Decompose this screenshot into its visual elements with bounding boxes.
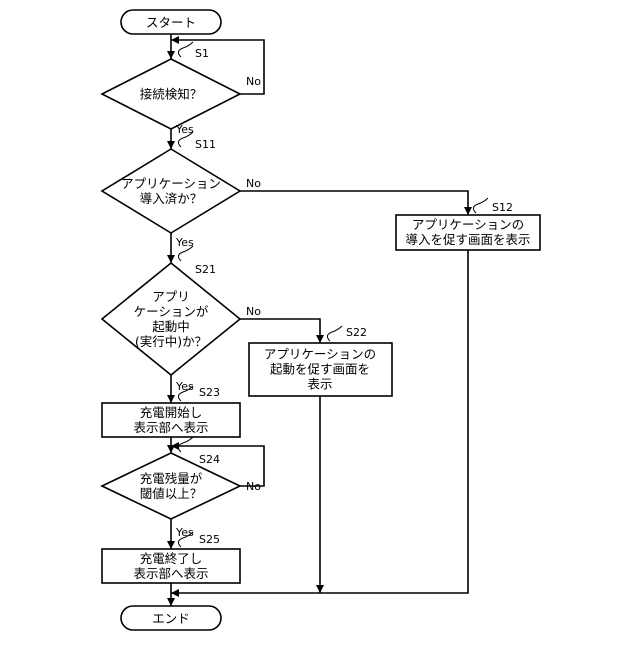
s23-text-line: 表示部へ表示: [133, 420, 208, 435]
s1-text: 接続検知？: [140, 87, 203, 102]
step-id-s23: S23: [199, 386, 220, 399]
s24-text-line: 充電残量が: [140, 471, 203, 486]
arrowhead: [316, 585, 324, 593]
start-label: スタート: [146, 15, 196, 30]
arrowhead: [167, 51, 175, 59]
step-id-s24: S24: [199, 453, 220, 466]
arrowhead: [167, 541, 175, 549]
s21-text-line: (実行中)か？: [135, 334, 207, 349]
s24-text-line: 閾値以上？: [140, 486, 203, 501]
arrowhead: [167, 255, 175, 263]
s1-yes-label: Yes: [175, 123, 194, 136]
s11-text-line: アプリケーション: [121, 176, 221, 191]
s24-yes-label: Yes: [175, 526, 194, 539]
start-terminal: スタート: [121, 10, 221, 34]
s12-text-line: 導入を促す画面を表示: [405, 232, 530, 247]
s25-text-line: 表示部へ表示: [133, 566, 208, 581]
s22-text-line: アプリケーションの: [264, 347, 376, 362]
s24-no-label: No: [246, 480, 261, 493]
end-label: エンド: [152, 611, 190, 626]
s12-text-line: アプリケーションの: [412, 217, 524, 232]
s12-text: アプリケーションの導入を促す画面を表示: [405, 217, 530, 247]
step-id-s1: S1: [195, 47, 209, 60]
s25-text-line: 充電終了し: [140, 551, 203, 566]
s22-text-line: 表示: [307, 377, 332, 392]
s21-yes-label: Yes: [175, 380, 194, 393]
arrowhead: [171, 36, 179, 44]
step-id-s11: S11: [195, 138, 216, 151]
end-terminal: エンド: [121, 606, 221, 630]
s24-text: 充電残量が閾値以上？: [140, 471, 203, 501]
s11-text-line: 導入済か？: [140, 191, 203, 206]
arrowhead: [171, 589, 179, 597]
s1-text-line: 接続検知？: [140, 87, 203, 102]
s25-text: 充電終了し表示部へ表示: [133, 551, 208, 581]
arrowhead: [167, 395, 175, 403]
s21-text-line: ケーションが: [134, 304, 209, 319]
s22-text-line: 起動を促す画面を: [270, 362, 370, 377]
s21-text-line: アプリ: [152, 289, 190, 304]
s21-no-label: No: [246, 305, 261, 318]
arrowhead: [167, 598, 175, 606]
decision-s21: アプリケーションが起動中(実行中)か？ S21: [102, 246, 240, 375]
s21-text-line: 起動中: [152, 319, 190, 334]
step-id-s21: S21: [195, 263, 216, 276]
arrowhead: [167, 141, 175, 149]
arrowhead: [316, 335, 324, 343]
s11-no-label: No: [246, 177, 261, 190]
arrowhead: [464, 207, 472, 215]
s1-no-label: No: [246, 75, 261, 88]
step-id-s12: S12: [492, 201, 513, 214]
step-id-s25: S25: [199, 533, 220, 546]
step-id-s22: S22: [346, 326, 367, 339]
s23-text: 充電開始し表示部へ表示: [133, 405, 208, 435]
s11-yes-label: Yes: [175, 236, 194, 249]
s23-text-line: 充電開始し: [140, 405, 203, 420]
